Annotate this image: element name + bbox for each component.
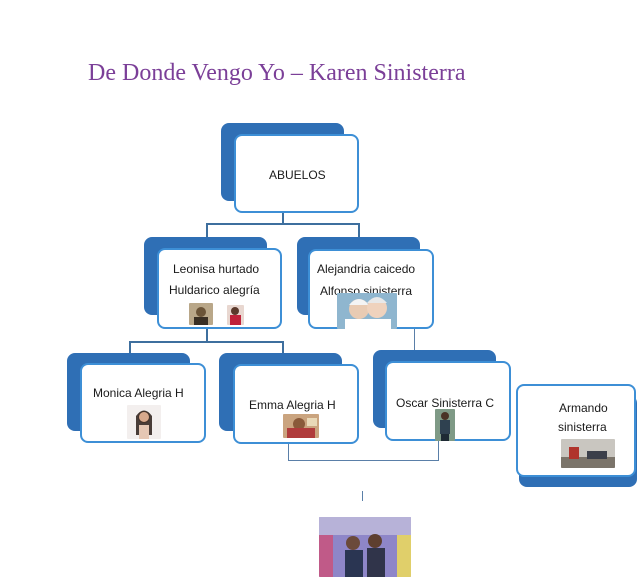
connector [206, 326, 208, 342]
node-line1: Armando [559, 401, 608, 415]
node-line1: Leonisa hurtado [173, 262, 260, 276]
connector [129, 341, 283, 343]
connector [282, 341, 284, 353]
node-line1: Alejandria caicedo [317, 262, 416, 276]
connector [362, 491, 363, 501]
grandparents-couple-photo [337, 293, 397, 329]
node-abuelos[interactable]: ABUELOS [234, 134, 359, 213]
node-emma[interactable]: Emma Alegria H [233, 364, 359, 444]
connector [288, 460, 438, 461]
node-line2: Huldarico alegría [169, 283, 260, 297]
node-label: ABUELOS [269, 168, 326, 182]
node-label: Emma Alegria H [249, 398, 336, 412]
node-maternal-grandparents[interactable]: Alejandria caicedo Alfonso sinisterra [308, 249, 434, 329]
grandfather-photo [189, 303, 213, 325]
grandmother-photo [227, 305, 244, 325]
connector [206, 223, 208, 239]
family-group-photo [319, 517, 411, 577]
page-title: De Donde Vengo Yo – Karen Sinisterra [88, 60, 466, 86]
emma-photo [283, 414, 319, 438]
connector [129, 341, 131, 353]
connector [438, 441, 439, 461]
connector [288, 441, 289, 461]
node-armando[interactable]: Armando sinisterra [516, 384, 636, 477]
connector [358, 223, 360, 239]
connector [414, 327, 415, 351]
monica-photo [127, 405, 161, 439]
oscar-photo [435, 409, 455, 441]
node-oscar[interactable]: Oscar Sinisterra C [385, 361, 511, 441]
armando-photo [561, 439, 615, 468]
node-monica[interactable]: Monica Alegria H [80, 363, 206, 443]
connector [206, 223, 359, 225]
node-line2: sinisterra [558, 420, 607, 434]
node-paternal-grandparents[interactable]: Leonisa hurtado Huldarico alegría [157, 248, 282, 329]
node-label: Oscar Sinisterra C [396, 396, 495, 410]
connector [282, 206, 284, 224]
node-label: Monica Alegria H [93, 386, 184, 400]
